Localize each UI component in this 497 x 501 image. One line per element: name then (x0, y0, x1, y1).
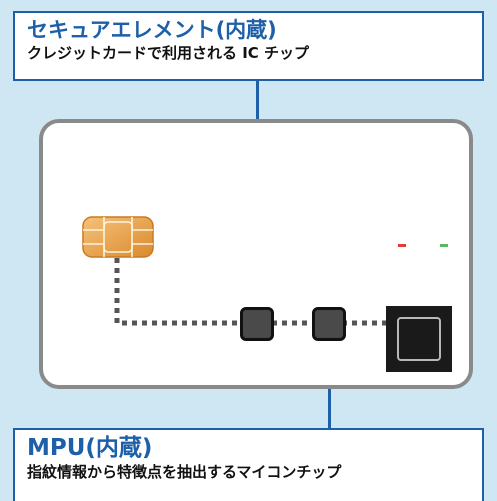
secure-element-chip (240, 307, 274, 341)
mpu-chip (312, 307, 346, 341)
sensor-window (397, 317, 441, 361)
led-red (398, 244, 406, 247)
signal-path (114, 258, 390, 326)
fingerprint-sensor (386, 306, 452, 372)
mpu-description: 指紋情報から特徴点を抽出するマイコンチップ (27, 463, 342, 482)
led-green (440, 244, 448, 247)
secure-element-callout: セキュアエレメント(内蔵) クレジットカードで利用される IC チップ (13, 11, 484, 81)
mpu-title: MPU(内蔵) (27, 435, 153, 461)
mpu-callout: MPU(内蔵) 指紋情報から特徴点を抽出するマイコンチップ (13, 428, 484, 501)
contact-chip-icon (82, 216, 154, 258)
secure-element-title: セキュアエレメント(内蔵) (27, 18, 277, 42)
secure-element-description: クレジットカードで利用される IC チップ (27, 44, 310, 63)
